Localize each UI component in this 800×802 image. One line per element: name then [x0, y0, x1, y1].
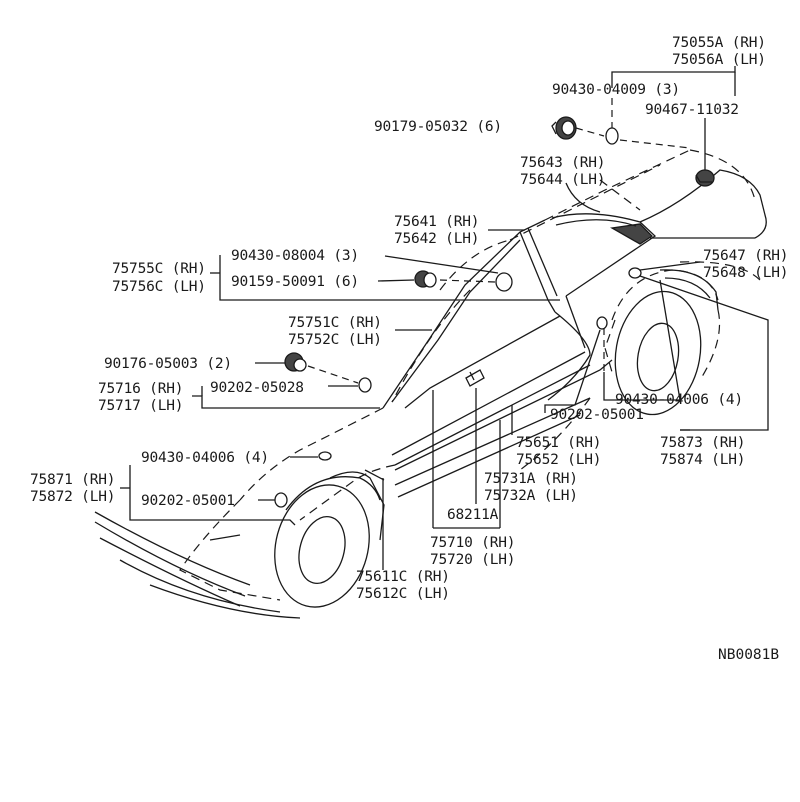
label-75710: 75710 (RH) — [430, 535, 515, 551]
label-75751C: 75751C (RH) — [288, 315, 382, 331]
label-75651: 75651 (RH) — [516, 435, 601, 451]
label-90430-08004: 90430-08004 (3) — [231, 248, 359, 264]
label-75648: 75648 (LH) — [703, 265, 788, 281]
label-75647: 75647 (RH) — [703, 248, 788, 264]
label-90202-05001-right: 90202-05001 — [550, 407, 644, 423]
label-75644: 75644 (LH) — [520, 172, 605, 188]
label-75056A: 75056A (LH) — [672, 52, 766, 68]
label-90430-04009: 90430-04009 (3) — [552, 82, 680, 98]
label-75874: 75874 (LH) — [660, 452, 745, 468]
label-75641: 75641 (RH) — [394, 214, 479, 230]
label-75642: 75642 (LH) — [394, 231, 479, 247]
label-90176-05003: 90176-05003 (2) — [104, 356, 232, 372]
label-68211A: 68211A — [447, 507, 499, 523]
label-90179-05032: 90179-05032 (6) — [374, 119, 502, 135]
label-90159-50091: 90159-50091 (6) — [231, 274, 359, 290]
label-75612C: 75612C (LH) — [356, 586, 450, 602]
washer-90202-05028-shape — [358, 377, 372, 393]
label-90202-05001-left: 90202-05001 — [141, 493, 235, 509]
washer-90202-05001-left-shape — [274, 492, 288, 508]
label-75872: 75872 (LH) — [30, 489, 115, 505]
label-90467-11032: 90467-11032 — [645, 102, 739, 118]
clip-90179-shape — [551, 116, 577, 140]
car-body-outline — [94, 149, 767, 619]
nut-90176-shape — [284, 352, 307, 372]
washer-90430-04006-left-shape — [318, 451, 332, 461]
label-75755C: 75755C (RH) — [112, 261, 206, 277]
part-labels: 75055A (RH) 75056A (LH) 90430-04009 (3) … — [30, 35, 789, 663]
washer-90430-08004-shape — [495, 272, 513, 292]
label-75643: 75643 (RH) — [520, 155, 605, 171]
leader-lines — [120, 66, 769, 570]
door-handle-68211A-shape — [465, 369, 485, 387]
label-75717: 75717 (LH) — [98, 398, 183, 414]
label-75652: 75652 (LH) — [516, 452, 601, 468]
label-75873: 75873 (RH) — [660, 435, 745, 451]
diagram-code: NB0081B — [718, 647, 779, 663]
label-90202-05028: 90202-05028 — [210, 380, 304, 396]
label-90430-04006-right: 90430-04006 (4) — [615, 392, 743, 408]
label-75611C: 75611C (RH) — [356, 569, 450, 585]
label-75720: 75720 (LH) — [430, 552, 515, 568]
label-75055A: 75055A (RH) — [672, 35, 766, 51]
washer-90202-05001-right-shape — [596, 316, 608, 330]
label-75716: 75716 (RH) — [98, 381, 183, 397]
clip-90467-shape — [695, 169, 715, 187]
part-shapes — [274, 116, 715, 508]
label-75752C: 75752C (LH) — [288, 332, 382, 348]
label-75732A: 75732A (LH) — [484, 488, 578, 504]
nut-90159-shape — [414, 270, 437, 288]
clip-75647-shape — [628, 267, 642, 279]
label-75871: 75871 (RH) — [30, 472, 115, 488]
label-75731A: 75731A (RH) — [484, 471, 578, 487]
label-75756C: 75756C (LH) — [112, 279, 206, 295]
washer-90430-04009-shape — [605, 127, 619, 145]
label-90430-04006-left: 90430-04006 (4) — [141, 450, 269, 466]
